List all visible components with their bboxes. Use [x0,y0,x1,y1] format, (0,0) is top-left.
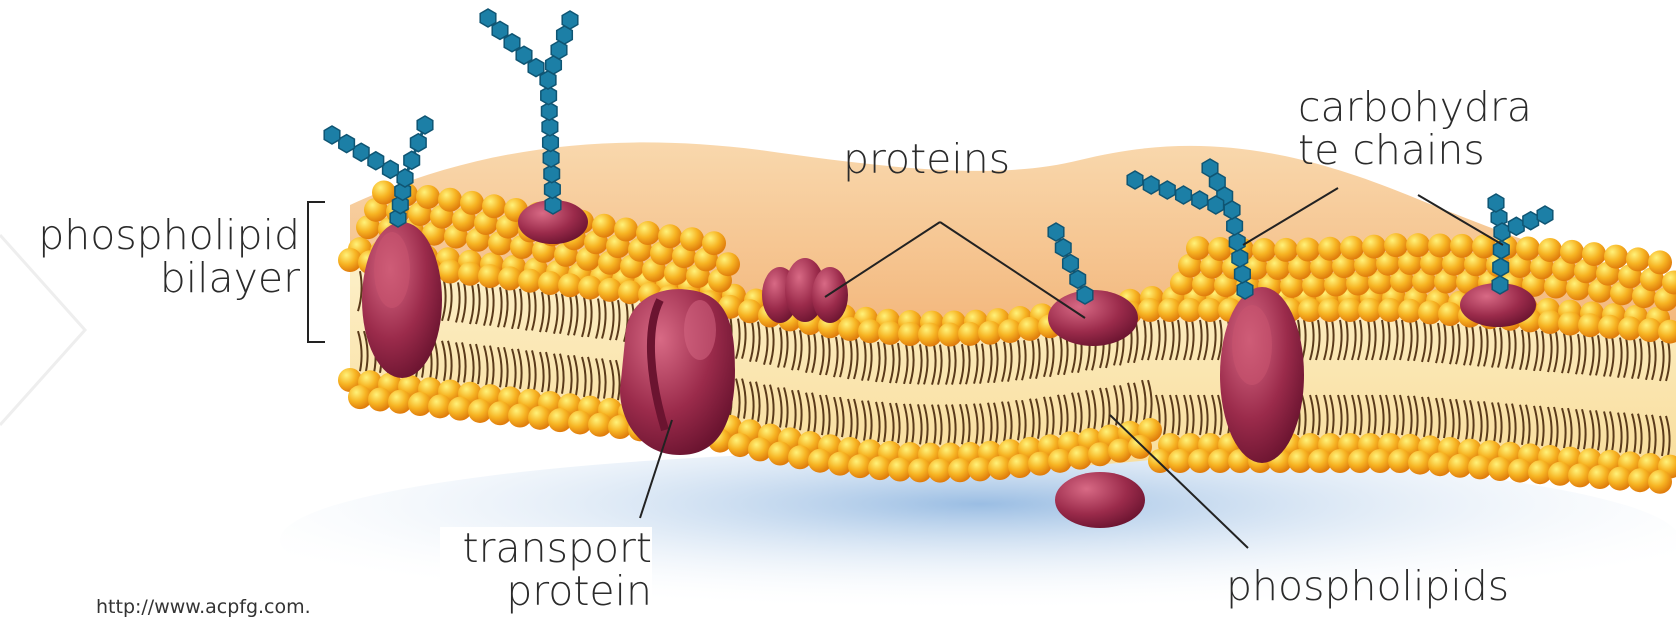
lipid-head [1648,250,1672,274]
lipid-head [1516,237,1540,261]
lipid-head [1208,237,1232,261]
carb-bead [1176,186,1192,204]
carb-bead [1063,255,1079,273]
label-transport-line2: protein [440,570,652,613]
carb-bead [1208,196,1224,214]
protein-left-channel [362,222,442,378]
carb-bead [1229,233,1245,251]
carb-bead [411,134,427,152]
lipid-head [592,214,616,238]
carb-bead [1227,217,1243,235]
carb-bead [1048,223,1064,241]
carb-bead [1143,176,1159,194]
carb-bead [324,126,340,144]
lipid-head [1088,442,1112,466]
lipid-head [1340,236,1364,260]
lipid-head [1560,240,1584,264]
carb-bead [397,169,413,187]
carb-bead [417,116,433,134]
carb-bead [1232,249,1248,267]
lipid-head [636,221,660,245]
carb-bead [404,151,420,169]
lipid-head [728,433,752,457]
label-proteins: proteins [843,138,1010,181]
carb-bead [528,59,544,77]
lipid-head [614,217,638,241]
lipid-head [416,185,440,209]
carb-bead [1493,258,1509,276]
lipid-head [482,194,506,218]
lipid-head [1428,233,1452,257]
lipid-head [460,191,484,215]
label-phospholipids: phospholipids [1226,565,1509,608]
carb-bead [1127,171,1143,189]
carb-bead [1192,191,1208,209]
label-phospholipid-bilayer-line2: bilayer [8,257,300,300]
label-phospholipid-bilayer-line1: phospholipid [8,214,300,257]
label-carbohydrate-line2: te chains [1298,129,1532,172]
carb-bead [1160,181,1176,199]
carb-bead [492,21,508,39]
carb-bead [1070,270,1086,288]
carb-bead [1224,201,1240,219]
lipid-head [788,445,812,469]
carb-bead [368,152,384,170]
lipid-head [1626,247,1650,271]
carb-bead [1202,159,1218,177]
lipid-head [1186,236,1210,260]
source-url: http://www.acpfg.com. [96,598,311,618]
lipid-head [1604,245,1628,269]
carb-bead [1235,265,1251,283]
lipid-head [1450,234,1474,258]
lipid-head [1108,439,1132,463]
label-transport-protein: transport protein [440,527,652,613]
lipid-head [1296,238,1320,262]
transport-protein-shape [620,289,735,455]
lipid-head [1582,242,1606,266]
lipid-head [1362,235,1386,259]
carb-bead [353,143,369,161]
label-phospholipid-bilayer: phospholipid bilayer [8,214,300,300]
protein-bottom-dome [1055,472,1145,528]
lipid-head [1538,238,1562,262]
lipid-head [1048,449,1072,473]
lipid-head [702,231,726,255]
lipid-head [438,188,462,212]
lipid-head [1068,446,1092,470]
label-transport-line1: transport [440,527,652,570]
lipid-head [1406,233,1430,257]
protein-right-channel [1220,287,1304,463]
lipid-head [1648,470,1672,494]
carb-bead [383,160,399,178]
carb-bead [1237,281,1253,299]
lipid-head [1128,435,1152,459]
carb-bead [480,9,496,27]
carb-bead [1077,286,1093,304]
label-carbohydrate-line1: carbohydra [1298,86,1532,129]
carb-bead [516,46,532,64]
carb-bead [1492,276,1508,294]
lipid-head [1252,238,1276,262]
carb-bead [339,135,355,153]
lipid-head [1274,238,1298,262]
carb-bead [1056,239,1072,257]
lipid-head [1318,237,1342,261]
lipid-head [748,437,772,461]
carb-bead [1523,212,1539,230]
lipid-head [680,227,704,251]
bilayer-bracket [308,202,325,342]
lipid-head [768,441,792,465]
label-carbohydrate-chains: carbohydra te chains [1298,86,1532,172]
carb-bead [504,34,520,52]
carb-bead [1488,194,1504,212]
lipid-head [716,252,740,276]
carb-bead [1494,223,1510,241]
lipid-head [738,299,762,323]
lipid-head [658,224,682,248]
lipid-head [1384,233,1408,257]
carb-bead [562,11,578,29]
carb-bead [1509,217,1525,235]
carb-bead [1537,206,1553,224]
